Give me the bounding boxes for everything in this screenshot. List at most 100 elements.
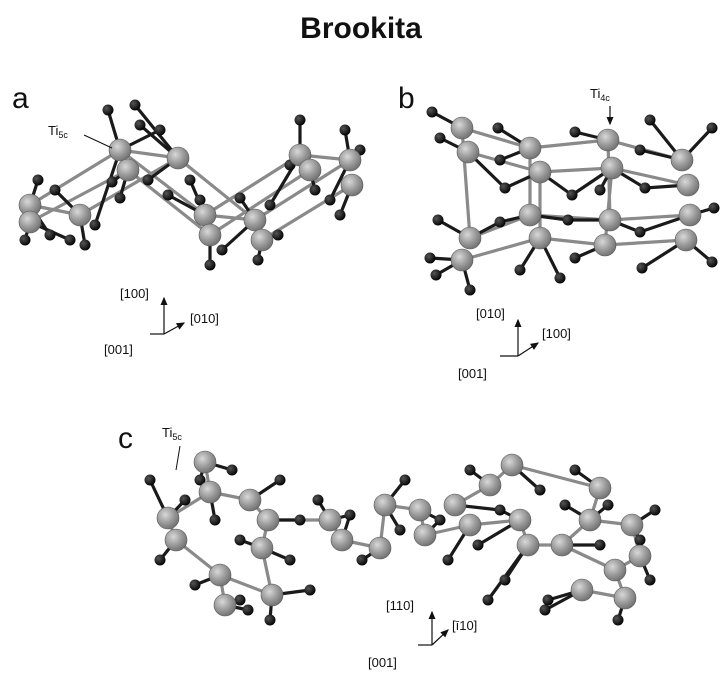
ti-atom [518, 203, 542, 227]
ti-atom [450, 248, 474, 272]
o-atom [49, 184, 61, 196]
o-atom [542, 594, 554, 606]
o-atom [569, 252, 581, 264]
o-atom [399, 474, 411, 486]
ti-atom [578, 508, 602, 532]
ti-atom [198, 223, 222, 247]
o-atom [554, 272, 566, 284]
ti-atom [676, 173, 700, 197]
ti-atom [413, 523, 437, 547]
bond [28, 148, 122, 207]
o-atom [494, 216, 506, 228]
o-atom [184, 174, 196, 186]
panel-b-site-label: Ti4c [590, 86, 614, 126]
axis-label-out: [001] [458, 366, 487, 381]
ti-atom [250, 536, 274, 560]
ti-atom [330, 528, 354, 552]
panel-a-axes: [100] [010] [001] [104, 286, 219, 357]
o-atom [129, 99, 141, 111]
ti-atom [238, 488, 262, 512]
axis-label-up: [100] [120, 286, 149, 301]
o-atom [708, 202, 720, 214]
o-atom [594, 184, 606, 196]
ti-atom [588, 476, 612, 500]
ti-atom [208, 563, 232, 587]
o-atom [194, 474, 206, 486]
o-atom [79, 239, 91, 251]
bond [460, 236, 542, 262]
o-atom [242, 604, 254, 616]
o-atom [649, 504, 661, 516]
o-atom [44, 229, 56, 241]
panel-c-axes: [110] [ī10] [001] [368, 598, 477, 670]
o-atom [612, 614, 624, 626]
axis-label-out: [001] [104, 342, 133, 357]
ti-atom [193, 450, 217, 474]
panel-c-site-label: Ti5c [162, 425, 182, 471]
o-atom [89, 219, 101, 231]
panel-b-axes: [010] [100] [001] [458, 306, 571, 381]
o-atom [234, 534, 246, 546]
o-atom [226, 464, 238, 476]
bond [93, 148, 122, 227]
ti-atom [338, 148, 362, 172]
panel-c-letter: c [118, 422, 133, 455]
panel-c-structure [144, 450, 661, 626]
ti-atom [68, 203, 92, 227]
ti-atom [613, 586, 637, 610]
o-atom [154, 554, 166, 566]
axis-label-up: [110] [386, 598, 414, 613]
o-atom [234, 594, 246, 606]
o-atom [309, 184, 321, 196]
o-atom [434, 132, 446, 144]
svg-text:Ti5c: Ti5c [162, 425, 182, 442]
o-atom [114, 192, 126, 204]
ti-atom [528, 160, 552, 184]
o-atom [339, 124, 351, 136]
axis-arrow-diag [431, 629, 449, 646]
o-atom [562, 214, 574, 226]
ti-atom [256, 508, 280, 532]
o-atom [514, 264, 526, 276]
ti-atom [243, 208, 267, 232]
ti-atom [318, 508, 342, 532]
ti-atom [298, 158, 322, 182]
ti-atom [456, 140, 480, 164]
bond [78, 156, 180, 217]
axis-arrow-diag [163, 322, 186, 335]
bond [610, 166, 690, 187]
o-atom [102, 104, 114, 116]
o-atom [634, 534, 646, 546]
bond [608, 213, 692, 222]
o-atom [464, 284, 476, 296]
o-atom [602, 499, 614, 511]
ti-atom [528, 226, 552, 250]
ti-atom [108, 138, 132, 162]
o-atom [204, 259, 216, 271]
bond [486, 543, 530, 602]
ti-atom [500, 453, 524, 477]
o-atom [534, 484, 546, 496]
ti-atom [593, 233, 617, 257]
o-atom [264, 199, 276, 211]
axis-label-diag: [010] [190, 311, 219, 326]
ti-atom [260, 583, 284, 607]
o-atom [264, 614, 276, 626]
axis-label-diag: [ī10] [452, 618, 477, 633]
ti-atom [598, 208, 622, 232]
o-atom [434, 514, 446, 526]
o-atom [234, 192, 246, 204]
panel-a-site-label: Ti5c [48, 123, 113, 149]
ti-atom [678, 203, 702, 227]
ti-atom [450, 116, 474, 140]
ti-atom [508, 508, 532, 532]
o-atom [706, 256, 718, 268]
bond [203, 153, 302, 217]
o-atom [636, 262, 648, 274]
ti-atom [603, 558, 627, 582]
o-atom [424, 252, 436, 264]
ti-atom [596, 128, 620, 152]
o-atom [252, 254, 264, 266]
ti-atom [443, 493, 467, 517]
bond [208, 168, 312, 237]
